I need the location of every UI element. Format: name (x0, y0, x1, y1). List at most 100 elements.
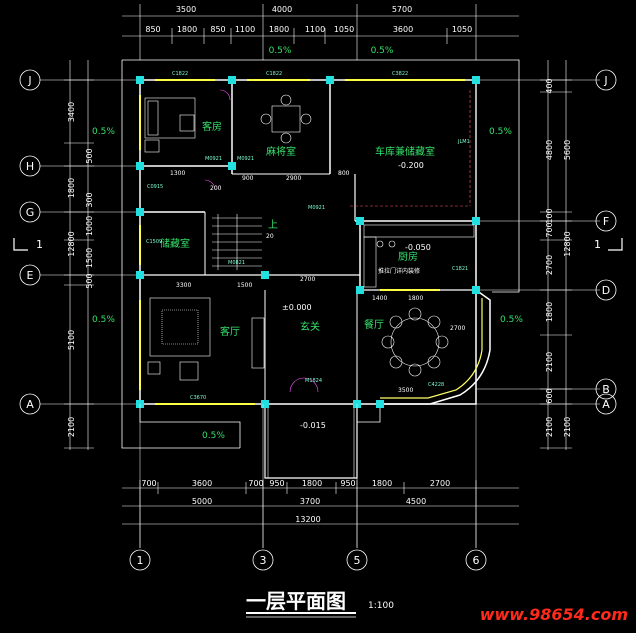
slope-label: 0.5% (269, 46, 292, 56)
inner-dim: 1400 (372, 295, 387, 302)
dim-right-inner-6: 1800 (545, 302, 554, 322)
room-label-living: 客厅 (220, 325, 240, 338)
door-tag: M0921 (308, 205, 325, 211)
room-label-dining: 餐厅 (364, 318, 384, 331)
dining-table (381, 307, 449, 377)
room-label-garage: 车库兼储藏室 (375, 145, 435, 158)
section-mark-label: 1 (594, 238, 601, 251)
right-dimension-lines (540, 60, 572, 450)
grid-label-right: F (603, 215, 609, 228)
level-garage: -0.200 (398, 161, 424, 170)
window-tag: C1509 (146, 239, 162, 245)
dim-right-inner-1: 400 (545, 78, 554, 93)
dim-right-inner-4: 700 (545, 222, 554, 237)
left-dimension-lines (64, 60, 94, 450)
grid-label-right: D (602, 284, 610, 297)
dim-left-outer-4: 5100 (67, 330, 76, 350)
inner-dim: 1800 (408, 295, 423, 302)
bottom-dimension-lines (122, 480, 519, 548)
dim-left-outer-5: 2100 (67, 417, 76, 437)
windows (139, 79, 465, 405)
window-tag: C3822 (392, 71, 408, 77)
top-dimensions (122, 4, 519, 60)
dim-top-detail-9: 1050 (452, 25, 472, 34)
window-tag: C3670 (190, 395, 206, 401)
stair-count: 20 (266, 233, 274, 240)
room-label-bedroom: 客房 (202, 120, 222, 133)
grid-label-right: A (602, 398, 610, 411)
grid-label-left: A (26, 398, 34, 411)
slope-label: 0.5% (92, 127, 115, 137)
sofa-furniture (147, 297, 265, 381)
level-kitchen: -0.050 (405, 243, 431, 252)
room-label-mahjong: 麻将室 (266, 145, 296, 158)
staircase (212, 214, 262, 270)
inner-dim: 3300 (176, 282, 191, 289)
slope-label: 0.5% (489, 127, 512, 137)
window-tag: JLM1 (457, 139, 470, 145)
grid-label-left: E (27, 269, 34, 282)
section-mark-left (13, 238, 28, 251)
dim-left-inner-1: 500 (85, 148, 94, 163)
dim-right-outer-1: 5600 (563, 140, 572, 160)
watermark: www.98654.com (480, 605, 628, 624)
dim-bottom-detail-2: 3600 (192, 479, 212, 488)
dim-bottom-detail-7: 1800 (372, 479, 392, 488)
dim-bottom-mid-2: 3700 (300, 497, 320, 506)
room-label-foyer: 玄关 (300, 320, 320, 333)
grid-label-bottom: 3 (260, 554, 267, 567)
dim-bottom-total: 13200 (295, 515, 320, 524)
door-swings (204, 89, 319, 393)
door-tag: M0921 (205, 156, 222, 162)
dim-bottom-detail-4: 950 (269, 479, 284, 488)
dim-bottom-mid-3: 4500 (406, 497, 426, 506)
dim-right-outer-3: 2100 (563, 417, 572, 437)
grid-axis-lines (40, 79, 600, 405)
grid-label-bottom: 1 (137, 554, 144, 567)
window-tag: C1822 (266, 71, 282, 77)
dim-right-inner-2: 4800 (545, 140, 554, 160)
dim-left-outer-1: 3400 (67, 102, 76, 122)
room-label-storage: 储藏室 (160, 237, 190, 250)
grid-label-bottom: 5 (354, 554, 361, 567)
inner-dim: 3500 (398, 387, 413, 394)
dim-right-inner-9: 2100 (545, 417, 554, 437)
dim-left-outer-3: 12800 (67, 231, 76, 256)
window-tag: C1822 (172, 71, 188, 77)
dim-top-overall-2: 4000 (272, 5, 292, 14)
inner-dim: 1500 (237, 282, 252, 289)
level-foyer: ±0.000 (282, 303, 312, 312)
dim-bottom-detail-5: 1800 (302, 479, 322, 488)
inner-dim: 900 (242, 175, 254, 182)
dim-top-overall-3: 5700 (392, 5, 412, 14)
structural-columns (136, 76, 480, 408)
dim-top-detail-1: 850 (145, 25, 160, 34)
grid-bubbles-left (19, 69, 41, 415)
section-mark-right (608, 238, 623, 251)
dim-top-detail-7: 1050 (334, 25, 354, 34)
dim-bottom-detail-6: 950 (340, 479, 355, 488)
mahjong-table (260, 94, 312, 144)
section-mark-label: 1 (36, 238, 43, 251)
dim-bottom-detail-3: 700 (248, 479, 263, 488)
grid-bubbles-bottom (129, 549, 487, 571)
grid-label-left: G (26, 206, 35, 219)
dim-top-detail-6: 1100 (305, 25, 325, 34)
grid-label-bottom: 6 (473, 554, 480, 567)
dim-top-detail-4: 1100 (235, 25, 255, 34)
window-tag: C4228 (428, 382, 444, 388)
dim-right-inner-3: 100 (545, 208, 554, 223)
bed-furniture (144, 97, 196, 153)
drawing-title: 一层平面图 (246, 589, 346, 613)
inner-dim: 800 (338, 170, 350, 177)
kitchen-door-note: 推拉门详内装修 (378, 267, 420, 275)
inner-dim: 1300 (170, 170, 185, 177)
dim-left-inner-3: 1000 (85, 216, 94, 236)
door-tag: M1824 (305, 378, 322, 384)
window-tag: C1821 (452, 266, 468, 272)
window-tag: C0915 (147, 184, 163, 190)
door-tag: M0921 (237, 156, 254, 162)
dim-right-inner-8: 600 (545, 388, 554, 403)
inner-dim: 2700 (450, 325, 465, 332)
dim-right-inner-5: 2700 (545, 255, 554, 275)
